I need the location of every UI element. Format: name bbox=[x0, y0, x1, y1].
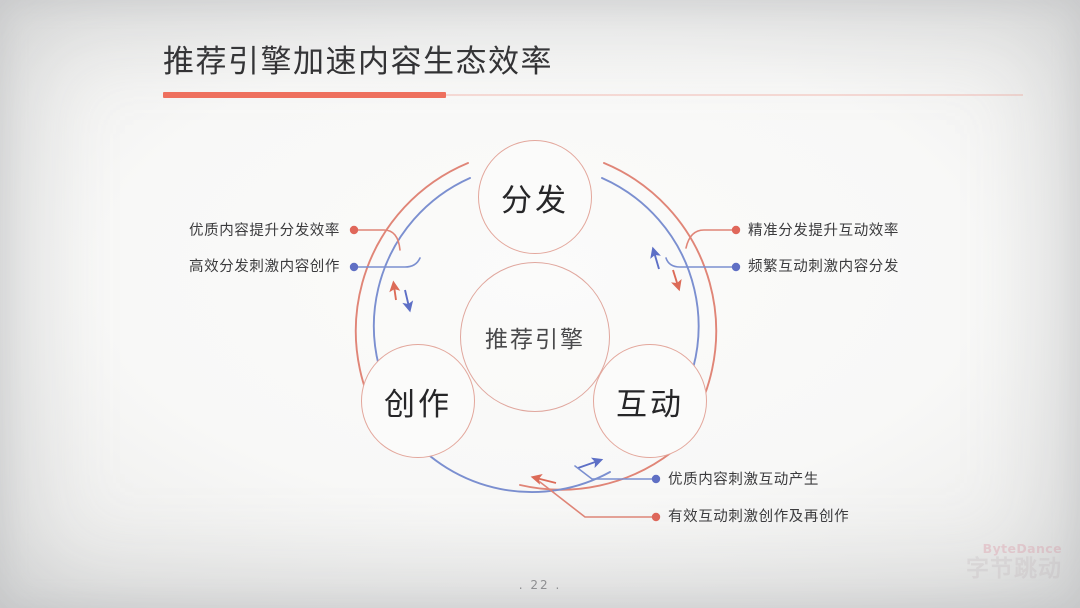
label-dot-left-red bbox=[349, 225, 359, 235]
label-dot-right-red bbox=[731, 225, 741, 235]
bytedance-logo: ByteDance 字节跳动 bbox=[936, 541, 1062, 583]
label-dot-right-blue bbox=[731, 262, 741, 272]
annotation-creation-to-distribution: 优质内容提升分发效率 bbox=[189, 223, 340, 239]
node-label-creation: 创作 bbox=[384, 386, 452, 423]
page-number: . 22 . bbox=[518, 578, 562, 592]
leader-line-bottom-blue bbox=[574, 465, 661, 484]
node-recommendation-engine[interactable]: 推荐引擎 bbox=[460, 262, 610, 412]
red-arc-interaction-to-creation bbox=[519, 451, 673, 491]
node-label-recommendation-engine: 推荐引擎 bbox=[485, 327, 585, 353]
title-underline bbox=[163, 92, 1023, 98]
node-distribution[interactable]: 分发 bbox=[478, 140, 592, 254]
leader-line-left-blue bbox=[349, 257, 421, 272]
node-creation[interactable]: 创作 bbox=[361, 344, 475, 458]
leader-line-left-red bbox=[349, 225, 401, 251]
node-label-interaction: 互动 bbox=[616, 386, 684, 423]
brand-name-en: ByteDance bbox=[982, 541, 1062, 556]
leader-line-bottom-red bbox=[539, 481, 661, 522]
annotation-distribution-to-interaction: 精准分发提升互动效率 bbox=[748, 223, 899, 239]
node-interaction[interactable]: 互动 bbox=[593, 344, 707, 458]
title-block: 推荐引擎加速内容生态效率 bbox=[163, 40, 1023, 98]
label-dot-bottom-blue bbox=[651, 474, 661, 484]
leader-line-right-blue bbox=[665, 257, 741, 272]
annotation-creation-to-interaction: 优质内容刺激互动产生 bbox=[668, 472, 819, 488]
title-underline-thin bbox=[446, 94, 1023, 96]
leader-line-right-red bbox=[685, 225, 741, 249]
brand-name-cn: 字节跳动 bbox=[966, 556, 1062, 582]
label-dot-bottom-red bbox=[651, 512, 661, 522]
title-underline-accent bbox=[163, 92, 446, 98]
annotation-distribution-to-creation: 高效分发刺激内容创作 bbox=[189, 259, 340, 275]
annotation-interaction-to-creation: 有效互动刺激创作及再创作 bbox=[668, 509, 850, 525]
label-dot-left-blue bbox=[349, 262, 359, 272]
annotation-interaction-to-distribution: 频繁互动刺激内容分发 bbox=[748, 259, 899, 275]
page-title: 推荐引擎加速内容生态效率 bbox=[163, 44, 553, 80]
node-label-distribution: 分发 bbox=[501, 182, 569, 219]
